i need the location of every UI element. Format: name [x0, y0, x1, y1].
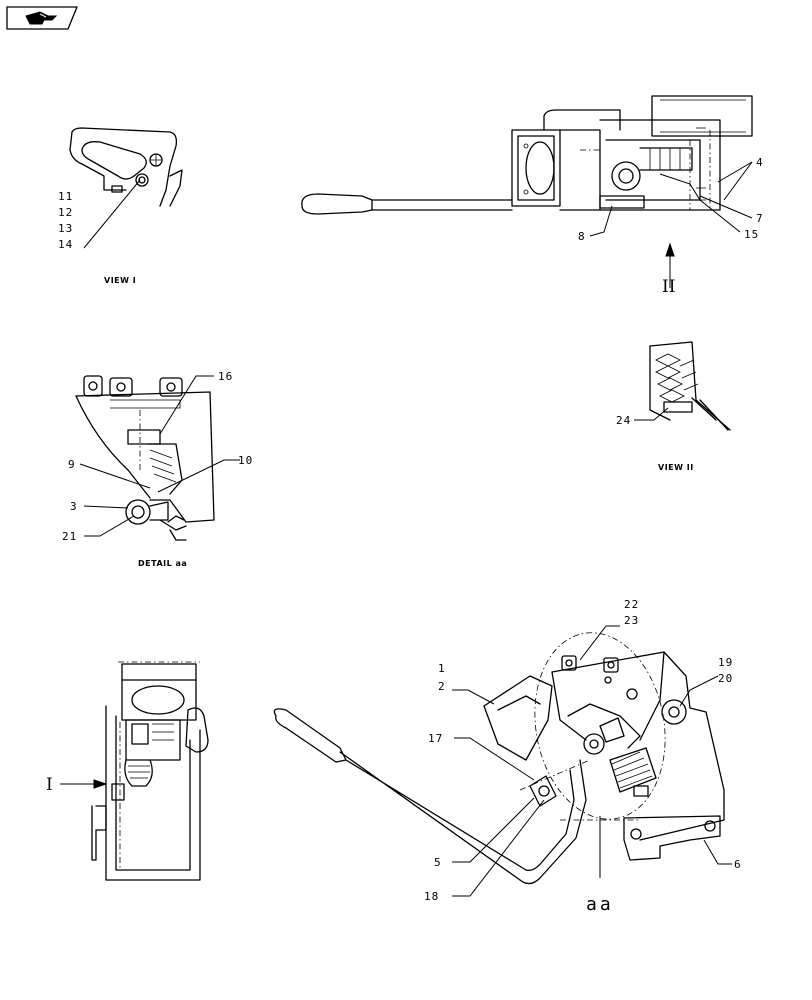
detail-aa-caption: DETAIL aa: [138, 559, 187, 568]
top-assembly-drawing: [301, 95, 753, 215]
view-ii-drawing: [649, 341, 731, 431]
callout-23: 23: [624, 614, 639, 627]
callout-7: 7: [756, 212, 764, 225]
callout-19: 19: [718, 656, 733, 669]
callout-11: 11: [58, 190, 73, 203]
callout-4: 4: [756, 156, 764, 169]
callout-14: 14: [58, 238, 73, 251]
view-arrow-i-label: I: [46, 775, 53, 795]
view-captions: VIEW I VIEW II DETAIL aa II I aa: [46, 276, 694, 915]
next-page-hand-icon: [25, 11, 58, 25]
callout-6: 6: [734, 858, 742, 871]
detail-aa-label: aa: [586, 894, 614, 915]
view-ii-caption: VIEW II: [658, 463, 694, 472]
detail-aa-drawing: [75, 375, 215, 541]
callout-1: 1: [438, 662, 446, 675]
callout-16: 16: [218, 370, 233, 383]
callout-numbers: 11 12 13 14 4 7 15 8 16 9 10 3 21 24 22 …: [58, 156, 764, 903]
callout-3: 3: [70, 500, 78, 513]
callout-18: 18: [424, 890, 439, 903]
callout-8: 8: [578, 230, 586, 243]
callout-15: 15: [744, 228, 759, 241]
main-assembly-drawing: [273, 632, 725, 885]
callout-5: 5: [434, 856, 442, 869]
next-page-button[interactable]: [6, 6, 78, 30]
callout-2: 2: [438, 680, 446, 693]
view-i-caption: VIEW I: [104, 276, 136, 285]
view-arrow-ii-label: II: [662, 277, 675, 297]
callout-20: 20: [718, 672, 733, 685]
callout-21: 21: [62, 530, 77, 543]
callout-9: 9: [68, 458, 76, 471]
callout-10: 10: [238, 454, 253, 467]
callout-12: 12: [58, 206, 73, 219]
front-view-drawing: [91, 661, 209, 881]
callout-22: 22: [624, 598, 639, 611]
callout-24: 24: [616, 414, 631, 427]
leader-lines: [60, 161, 753, 897]
callout-13: 13: [58, 222, 73, 235]
callout-17: 17: [428, 732, 443, 745]
view-i-drawing: [69, 127, 183, 207]
